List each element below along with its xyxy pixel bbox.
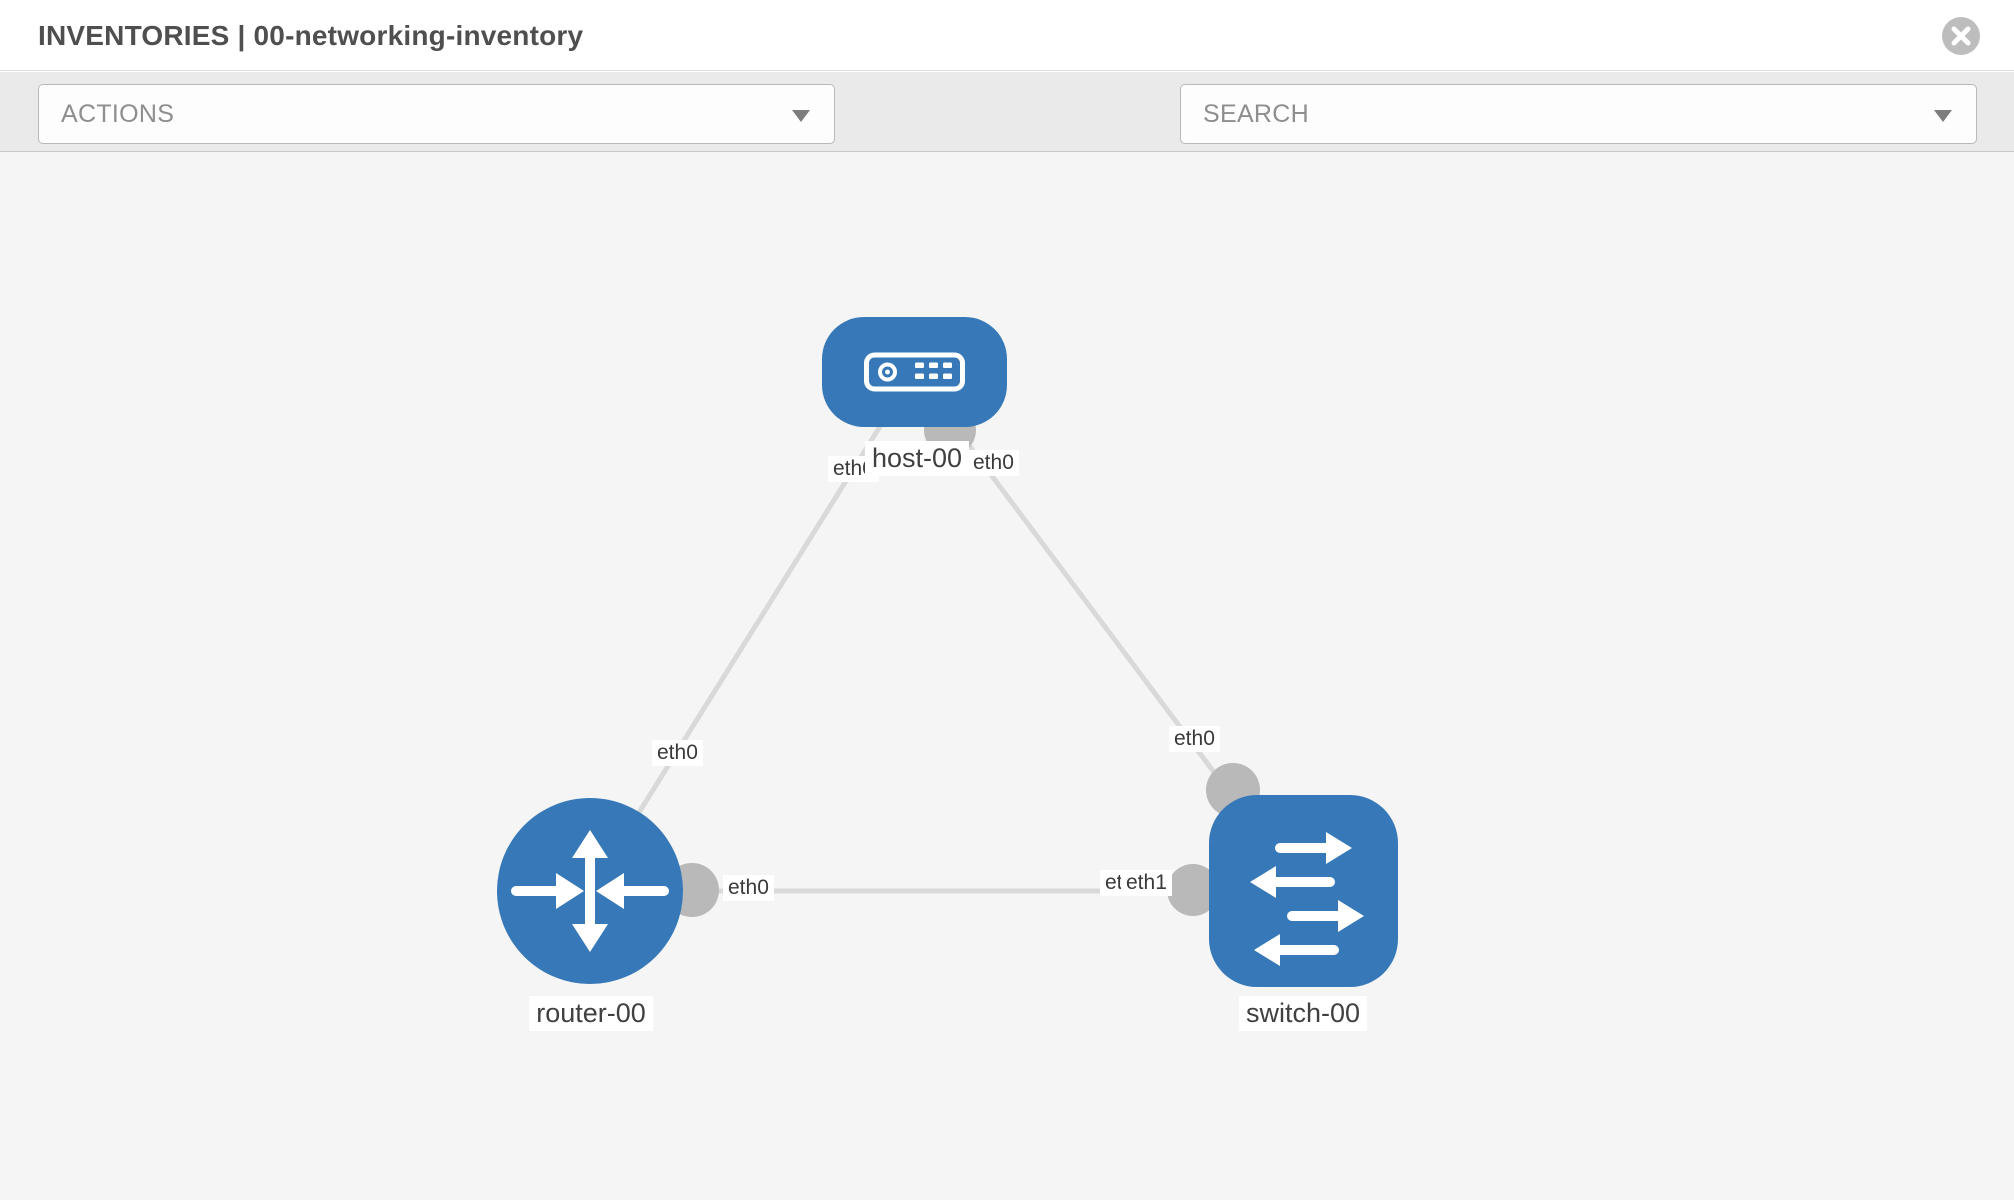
interface-label: eth0 [723,875,774,901]
close-icon [1951,26,1971,46]
actions-dropdown[interactable]: ACTIONS [38,84,835,144]
page-title-primary: INVENTORIES [38,20,230,51]
toolbar: ACTIONS SEARCH [0,72,2014,212]
search-dropdown[interactable]: SEARCH [1180,84,1977,144]
actions-dropdown-label: ACTIONS [61,100,175,128]
chevron-down-icon [792,110,810,122]
node-switch-00[interactable] [1209,795,1398,987]
interface-label: eth0 [652,740,703,766]
node-label-router-00: router-00 [529,996,653,1031]
panel-header: INVENTORIES | 00-networking-inventory [0,0,2014,71]
interface-label: eth0 [968,450,1019,476]
host-icon [864,352,965,392]
node-router-00[interactable] [497,798,683,984]
page-title: INVENTORIES | 00-networking-inventory [38,0,583,71]
topology-canvas[interactable]: eth0 eth0 eth0 eth0 eth0 eth0 eth1 host-… [0,152,2014,1200]
topology-graph [497,317,1398,987]
interface-label: eth0 [1169,726,1220,752]
page-title-separator: | [237,20,246,51]
page-title-secondary: 00-networking-inventory [253,20,584,51]
chevron-down-icon [1934,110,1952,122]
close-button[interactable] [1942,17,1980,55]
interface-label: eth1 [1121,870,1172,896]
node-label-host-00: host-00 [864,441,970,476]
search-dropdown-label: SEARCH [1203,100,1309,128]
node-label-switch-00: switch-00 [1238,996,1368,1031]
switch-icon [1250,832,1364,966]
interface-circle-switch-eth1[interactable] [1167,864,1219,916]
router-icon [511,830,669,952]
node-host-00[interactable] [822,317,1007,427]
